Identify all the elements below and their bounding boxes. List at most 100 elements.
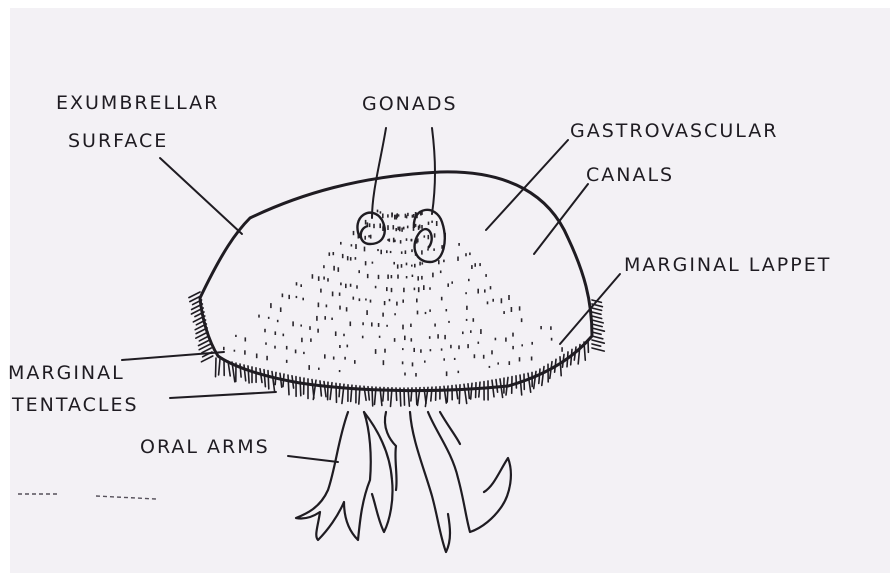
stipple-dot [266, 356, 268, 361]
stipple-dot [323, 277, 325, 280]
stipple-dot [417, 311, 419, 315]
stipple-dot [386, 287, 388, 291]
stipple-dot [417, 238, 419, 242]
tentacle-strand [219, 359, 220, 375]
stipple-dot [405, 250, 407, 254]
stipple-dot [258, 315, 260, 318]
tentacle-strand [560, 357, 561, 376]
stipple-dot [430, 349, 432, 351]
stipple-dot [339, 345, 341, 348]
stipple-dot [327, 278, 329, 281]
tentacle-strand [520, 375, 522, 395]
stipple-dot [403, 288, 405, 293]
stipple-dot [394, 313, 396, 315]
tentacle-strand [592, 328, 604, 331]
stipple-dot [380, 211, 382, 213]
stipple-dot [512, 333, 514, 337]
stipple-dot [353, 297, 355, 300]
tentacle-strand [592, 320, 603, 323]
stipple-dot [394, 215, 396, 220]
label-gastrovascular-canals-line1: GASTROVASCULAR [570, 122, 778, 141]
stipple-dot [369, 223, 371, 227]
tentacle-strand [592, 312, 601, 314]
stipple-dot [340, 283, 342, 286]
stipple-dot [489, 366, 491, 368]
stipple-dot [495, 338, 497, 341]
stipple-dot [478, 342, 480, 344]
stipple-dot [474, 263, 476, 267]
tentacle-strand [202, 348, 211, 353]
stipple-dot [343, 334, 345, 337]
stipple-dot [531, 357, 533, 361]
stipple-dot [283, 334, 285, 337]
stipple-dot [355, 257, 357, 260]
stipple-dot [375, 349, 377, 354]
stipple-dot [477, 289, 479, 294]
stipple-dot [350, 322, 352, 327]
stipple-dot [387, 225, 389, 230]
stipple-dot [458, 345, 460, 349]
tentacle-strand [592, 336, 603, 339]
stipple-dot [418, 287, 420, 292]
stipple-dot [393, 225, 395, 229]
stipple-dot [509, 361, 511, 365]
stipple-dot [338, 267, 340, 272]
stipple-dot [503, 311, 505, 314]
stipple-dot [399, 227, 401, 232]
stipple-dot [467, 344, 469, 348]
stipple-dot [512, 346, 514, 349]
stipple-dot [387, 275, 389, 279]
stipple-dot [398, 214, 400, 216]
tentacle-strand [300, 377, 301, 395]
stipple-dot [401, 251, 403, 254]
stipple-dot [428, 235, 430, 239]
stipple-dot [413, 348, 415, 352]
stipple-dot [345, 284, 347, 288]
stipple-dot [401, 264, 403, 268]
stipple-dot [379, 336, 381, 338]
label-gastrovascular-canals-line2: CANALS [586, 166, 674, 185]
tentacle-strand [216, 358, 217, 377]
stipple-dot [318, 303, 320, 308]
stipple-dot [375, 286, 377, 289]
stipple-dot [280, 307, 282, 312]
label-marginal-tentacles-line1: MARGINAL [8, 364, 125, 383]
bell-outline [200, 172, 592, 391]
stipple-dot [245, 337, 247, 341]
stipple-dot [324, 354, 326, 358]
stipple-dot [301, 338, 303, 343]
stipple-dot [484, 289, 486, 292]
stipple-dot [358, 270, 360, 273]
leader-tentacles-2 [170, 392, 276, 398]
stipple-dot [474, 354, 476, 358]
tentacle-strand [542, 367, 544, 386]
stipple-dot [379, 223, 381, 228]
stipple-dot [397, 275, 399, 279]
stipple-dot [424, 361, 426, 363]
stipple-dot [390, 251, 392, 253]
stipple-dot [412, 362, 414, 366]
tentacle-strand [592, 316, 602, 319]
tentacle-strand [528, 373, 531, 392]
stipple-dot [479, 263, 481, 266]
stipple-dot [397, 264, 399, 268]
stipple-dot [443, 260, 445, 263]
tentacle-strand [288, 375, 289, 395]
stipple-dot [497, 362, 499, 364]
stipple-dot [394, 240, 396, 243]
stipple-dot [468, 279, 470, 281]
stipple-dot [415, 373, 417, 377]
stipple-dot [350, 257, 352, 261]
tentacle-strand [592, 340, 604, 343]
stipple-dot [521, 318, 523, 322]
stipple-dot [308, 365, 310, 370]
stipple-dot [441, 348, 443, 350]
stipple-dot [550, 326, 552, 330]
stipple-dot [505, 338, 507, 342]
label-marginal-tentacles-line2: TENTACLES [12, 396, 139, 415]
stipple-dot [451, 281, 453, 283]
stipple-dot [286, 360, 288, 363]
stipple-dot [391, 275, 393, 278]
stipple-dot [277, 320, 279, 322]
stipple-dot [434, 324, 436, 327]
